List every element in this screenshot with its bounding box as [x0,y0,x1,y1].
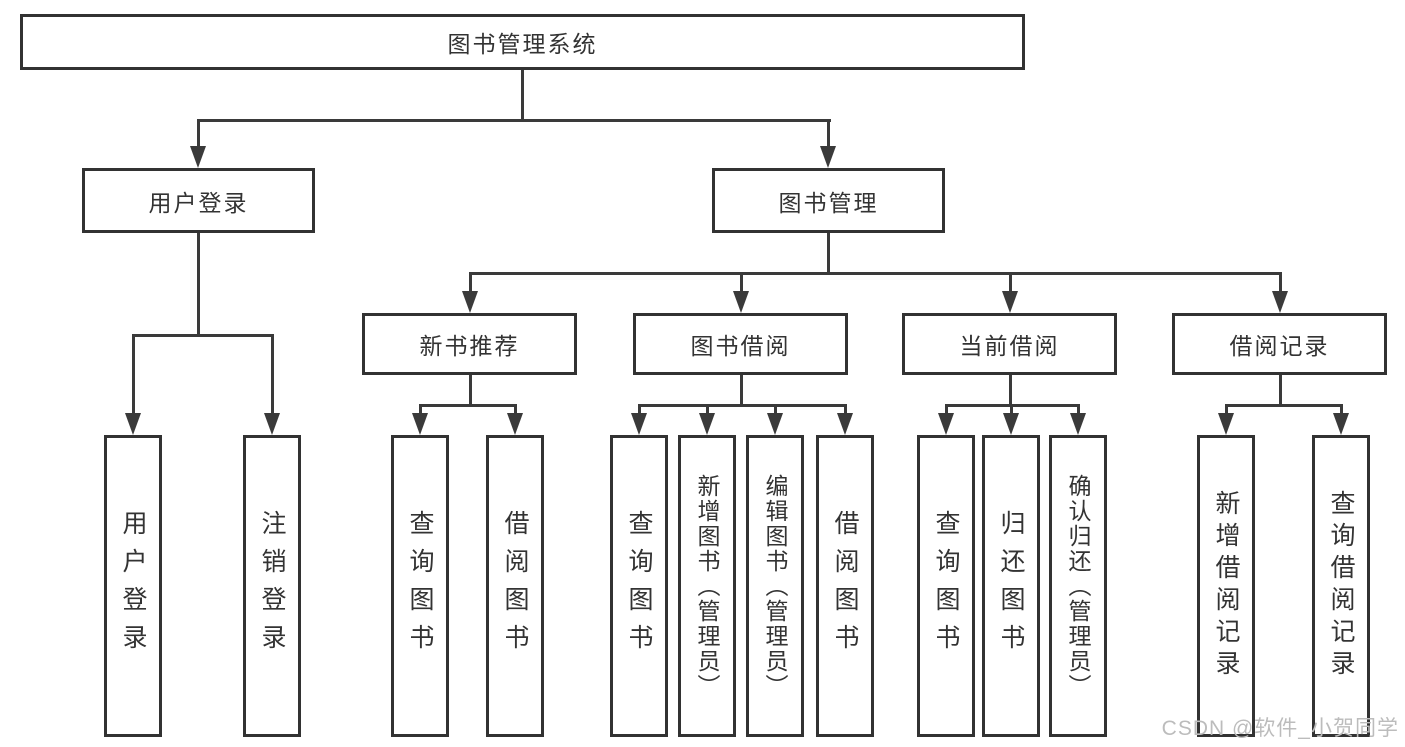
arrowhead-down-icon [462,291,478,313]
leaf-return-books: 归还图书 [982,435,1040,737]
leaf-query-books-recommend: 查询图书 [391,435,449,737]
leaf-label: 编辑图书（管理员） [762,473,788,699]
leaf-edit-books-admin: 编辑图书（管理员） [746,435,804,737]
leaf-user-login: 用户登录 [104,435,162,737]
arrowhead-down-icon [1070,413,1086,435]
connector-stub [1010,404,1013,416]
leaf-query-borrow-record: 查询借阅记录 [1312,435,1370,737]
node-new-book-recommend: 新书推荐 [362,313,577,375]
connector-borrow-bar [638,404,847,407]
connector-stub [1077,404,1080,416]
connector-stub [774,404,777,416]
node-book-borrow: 图书借阅 [633,313,848,375]
leaf-label: 查询借阅记录 [1327,490,1355,682]
connector-stub [740,272,743,294]
arrowhead-down-icon [412,413,428,435]
arrowhead-down-icon [837,413,853,435]
leaf-label: 用户登录 [119,510,147,662]
connector-stub [132,334,135,416]
arrowhead-down-icon [733,291,749,313]
leaf-label: 新增借阅记录 [1212,490,1240,682]
arrowhead-down-icon [767,413,783,435]
connector-stub [1225,404,1228,416]
arrowhead-down-icon [631,413,647,435]
connector-stub [419,404,422,416]
leaf-label: 借阅图书 [501,510,529,662]
connector-stub [469,272,472,294]
connector-records-bar [1225,404,1343,407]
leaf-query-books-borrow: 查询图书 [610,435,668,737]
node-borrow-records: 借阅记录 [1172,313,1387,375]
leaf-label: 查询图书 [932,510,960,662]
leaf-query-books-current: 查询图书 [917,435,975,737]
connector-stub [271,334,274,416]
connector-root-bar [197,119,831,122]
connector-stub [827,119,830,149]
node-book-management: 图书管理 [712,168,945,233]
connector-stub [197,119,200,149]
connector-stub [1009,272,1012,294]
node-root: 图书管理系统 [20,14,1025,70]
connector-book-mgmt-bar [469,272,1282,275]
arrowhead-down-icon [699,413,715,435]
leaf-add-books-admin: 新增图书（管理员） [678,435,736,737]
connector-borrow-stem [740,375,743,407]
connector-user-login-bar [132,334,274,337]
arrowhead-down-icon [1333,413,1349,435]
arrowhead-down-icon [820,146,836,168]
connector-recommend-bar [419,404,517,407]
leaf-label: 归还图书 [997,510,1025,662]
leaf-label: 查询图书 [406,510,434,662]
node-current-borrow: 当前借阅 [902,313,1117,375]
connector-records-stem [1279,375,1282,407]
arrowhead-down-icon [1003,413,1019,435]
leaf-label: 注销登录 [258,510,286,662]
leaf-label: 借阅图书 [831,510,859,662]
leaf-add-borrow-record: 新增借阅记录 [1197,435,1255,737]
arrowhead-down-icon [1002,291,1018,313]
leaf-label: 新增图书（管理员） [694,473,720,699]
connector-recommend-stem [469,375,472,407]
arrowhead-down-icon [1272,291,1288,313]
connector-stub [514,404,517,416]
arrowhead-down-icon [125,413,141,435]
connector-book-mgmt-stem [827,233,830,275]
connector-stub [638,404,641,416]
connector-stub [1340,404,1343,416]
arrowhead-down-icon [938,413,954,435]
connector-stub [1279,272,1282,294]
arrowhead-down-icon [190,146,206,168]
csdn-watermark: CSDN @软件_小贺同学 [1161,717,1399,740]
connector-user-login-stem [197,233,200,337]
leaf-label: 确认归还（管理员） [1065,473,1091,699]
connector-stub [844,404,847,416]
connector-root-stem [521,70,524,122]
connector-stub [945,404,948,416]
leaf-label: 查询图书 [625,510,653,662]
arrowhead-down-icon [1218,413,1234,435]
arrowhead-down-icon [507,413,523,435]
connector-current-stem [1009,375,1012,407]
leaf-logout: 注销登录 [243,435,301,737]
leaf-borrow-books: 借阅图书 [816,435,874,737]
arrowhead-down-icon [264,413,280,435]
connector-stub [706,404,709,416]
leaf-borrow-books-recommend: 借阅图书 [486,435,544,737]
leaf-confirm-return-admin: 确认归还（管理员） [1049,435,1107,737]
node-user-login: 用户登录 [82,168,315,233]
